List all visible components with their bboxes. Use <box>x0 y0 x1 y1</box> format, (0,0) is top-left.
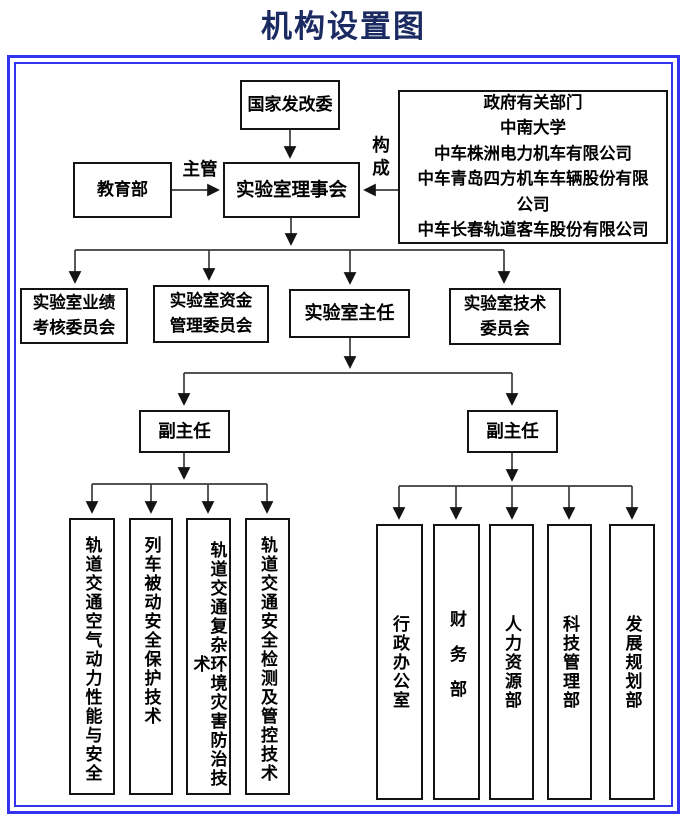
node-tech-committee: 实验室技术 委员会 <box>449 288 561 345</box>
node-research-aerodynamics: 轨道交通空气动力性能与安全 <box>69 518 115 795</box>
node-founders: 政府有关部门 中南大学 中车株洲电力机车有限公司 中车青岛四方机车车辆股份有限 … <box>398 90 668 244</box>
node-dept-admin-office: 行政办公室 <box>376 524 423 800</box>
edge-label-supervisor: 主管 <box>182 159 218 179</box>
node-performance-committee: 实验室业绩 考核委员会 <box>20 288 128 344</box>
node-dept-development-planning: 发展规划部 <box>609 524 655 800</box>
node-council: 实验室理事会 <box>223 162 360 218</box>
node-deputy-director-right: 副主任 <box>467 410 558 453</box>
outer-frame-border <box>7 55 680 814</box>
node-research-passive-safety: 列车被动安全保护技术 <box>129 518 173 795</box>
edge-label-composition: 构成 <box>372 135 390 178</box>
node-dept-science-tech: 科技管理部 <box>547 524 592 800</box>
node-dept-human-resources: 人力资源部 <box>489 524 534 800</box>
node-research-disaster-prevention: 轨道交通复杂环境灾害防治技术 <box>186 518 231 795</box>
node-fund-committee: 实验室资金 管理委员会 <box>153 285 269 343</box>
node-ndrc: 国家发改委 <box>240 80 340 130</box>
node-moe: 教育部 <box>73 162 172 218</box>
page-title: 机构设置图 <box>261 9 426 44</box>
node-research-safety-monitoring: 轨道交通安全检测及管控技术 <box>245 518 290 795</box>
node-dept-finance: 财务部 <box>433 524 480 800</box>
node-director: 实验室主任 <box>289 289 410 338</box>
node-deputy-director-left: 副主任 <box>139 410 230 453</box>
inner-frame-border <box>14 62 673 807</box>
